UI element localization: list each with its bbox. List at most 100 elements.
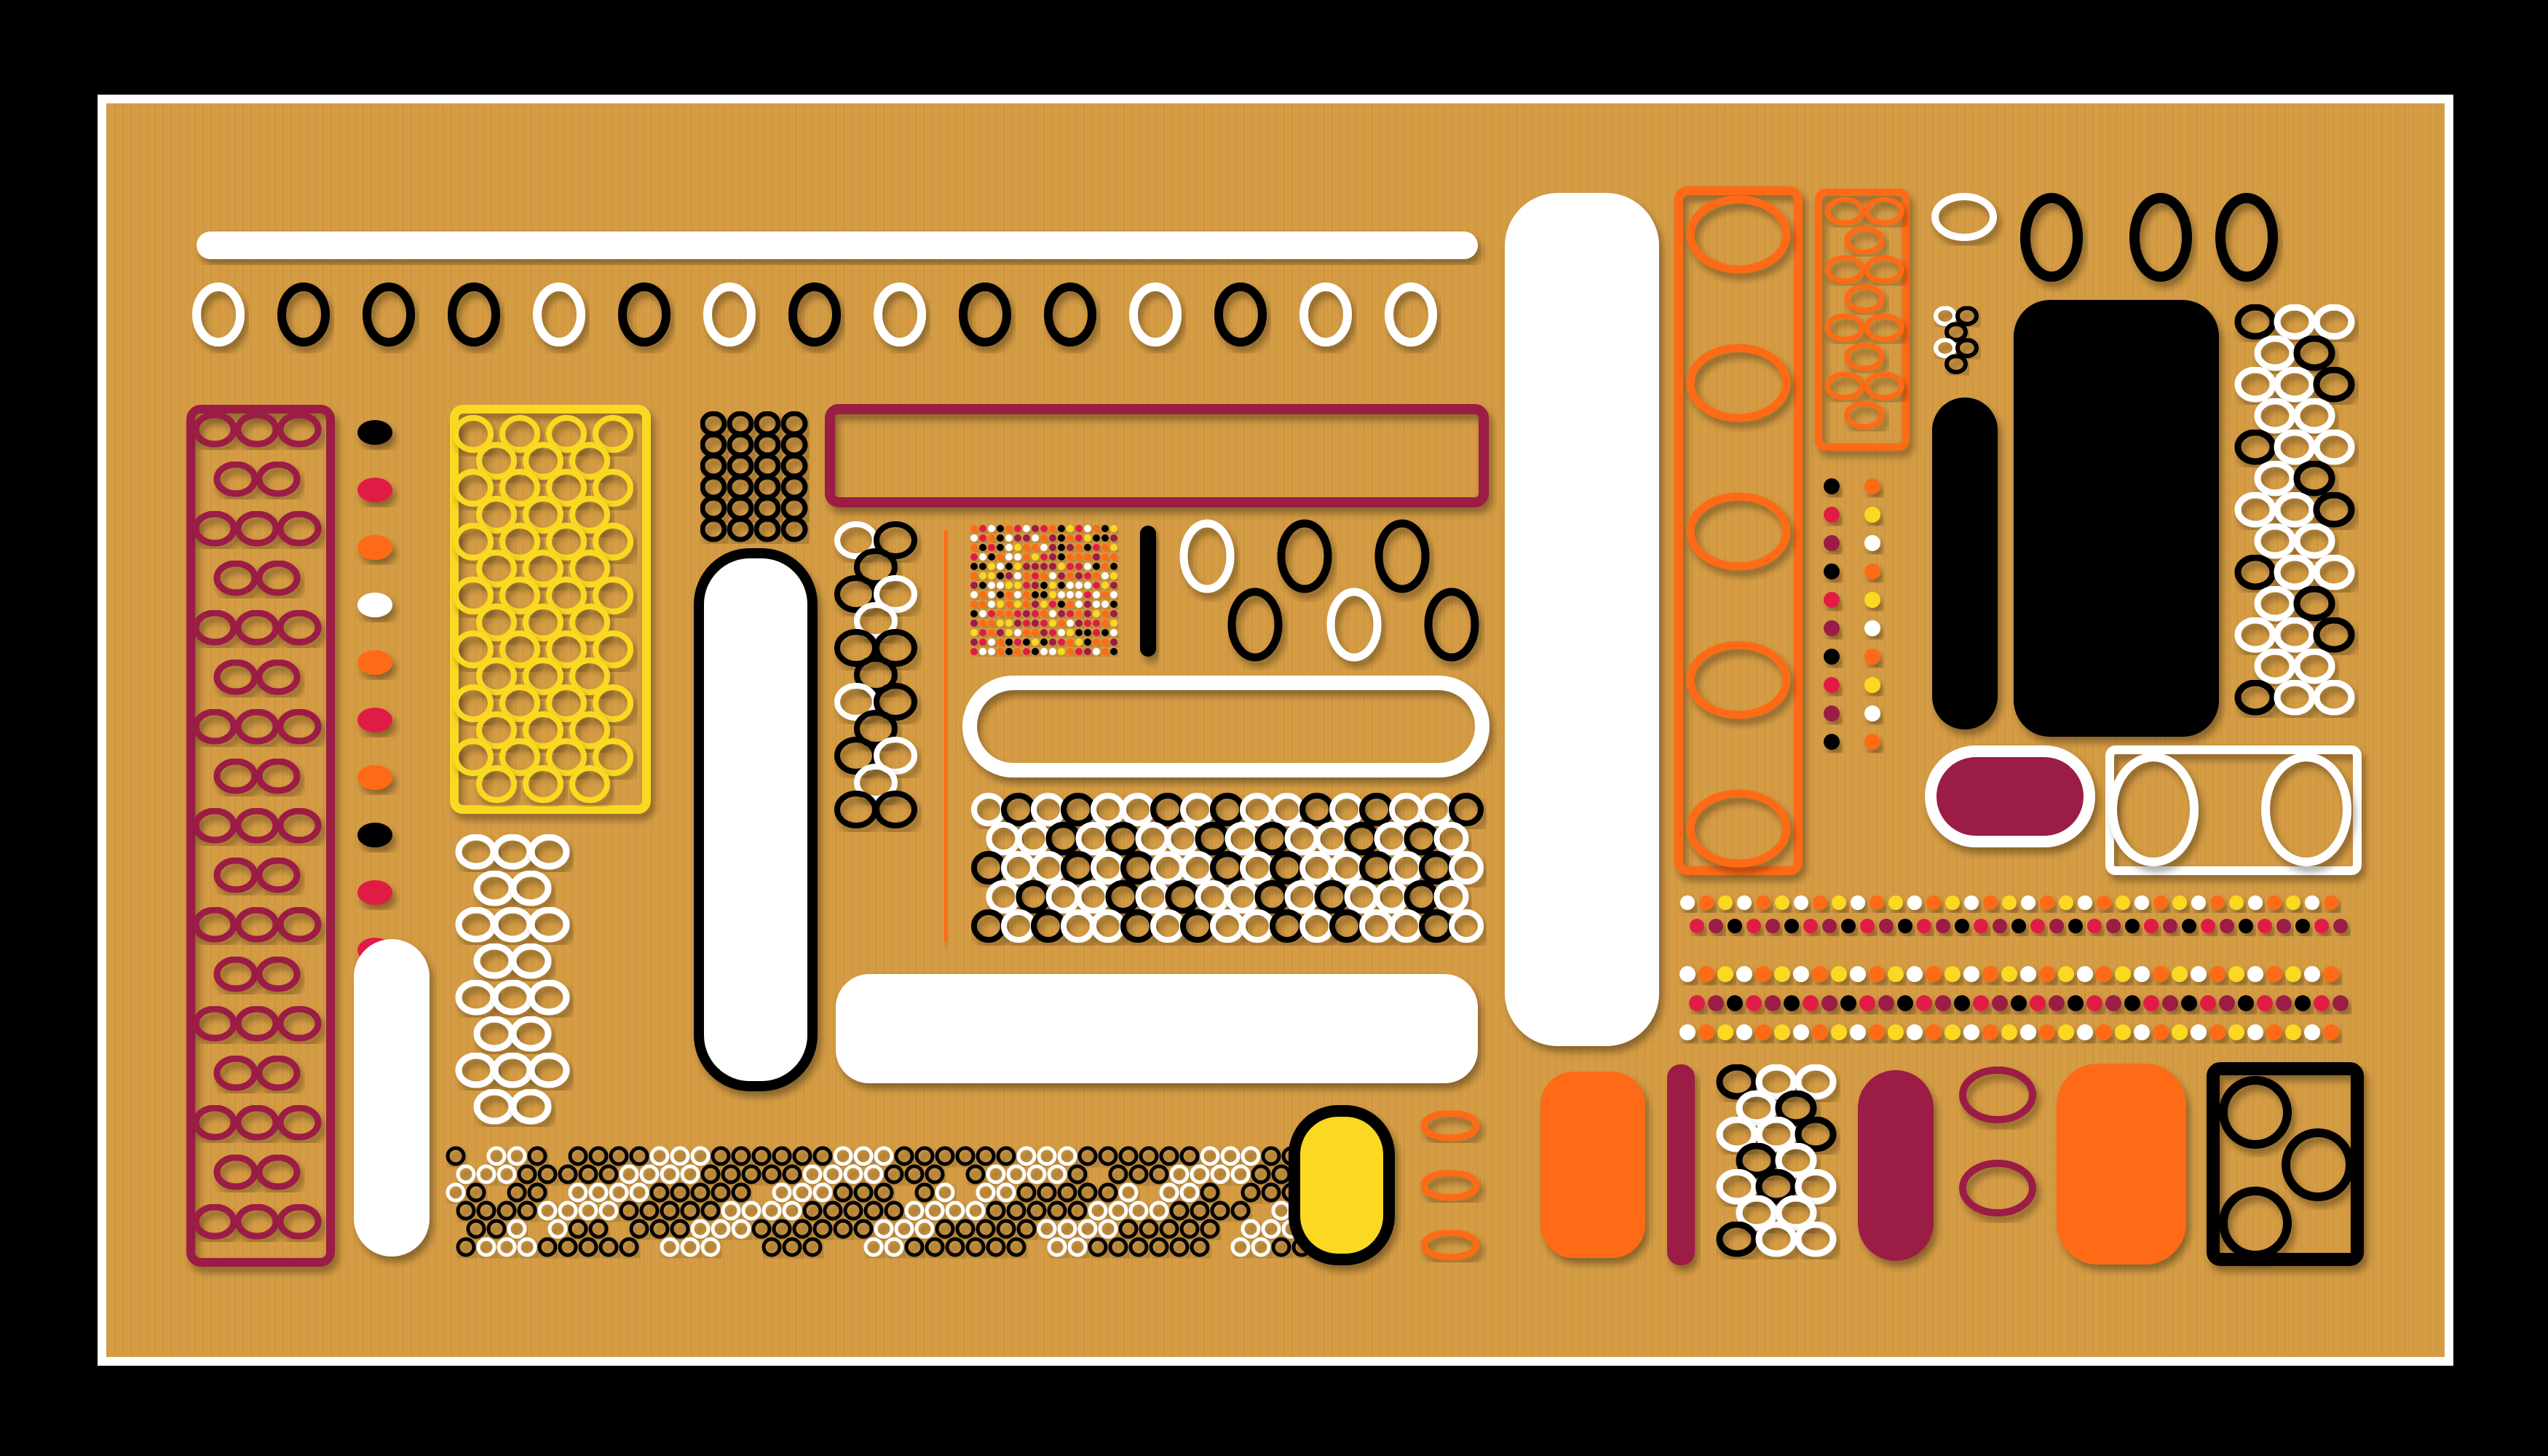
strip-dot — [1803, 919, 1818, 933]
grid-dot — [997, 582, 1004, 589]
grid-dot — [1093, 591, 1100, 598]
rounded-rect — [2207, 1062, 2364, 1266]
strip-dot — [2333, 995, 2349, 1011]
strip-dot — [2266, 966, 2282, 982]
grid-dot — [979, 648, 986, 655]
grid-dot — [1040, 572, 1048, 579]
bead-ring — [1037, 1219, 1057, 1239]
grid-dot — [988, 582, 995, 589]
cluster-ring — [213, 461, 258, 497]
cluster-ring — [523, 657, 563, 695]
strip-dot — [2078, 895, 2092, 910]
cluster-ring — [1755, 1221, 1797, 1257]
cluster-ring — [753, 432, 781, 458]
cluster-ring — [1195, 822, 1230, 855]
strip-dot — [1936, 919, 1950, 933]
rounded-rect — [186, 405, 335, 1267]
strip-dot — [2039, 966, 2055, 982]
column-dot — [1824, 734, 1840, 750]
cluster-ring — [1061, 793, 1096, 826]
bead-ring — [711, 1146, 731, 1166]
cluster-ring — [2293, 585, 2335, 622]
column-dot — [1824, 563, 1840, 579]
grid-dot — [1101, 601, 1109, 608]
grid-dot — [1075, 648, 1083, 655]
grid-dot — [1058, 610, 1065, 617]
strip-dot — [1756, 895, 1770, 910]
bead-ring — [700, 1200, 721, 1221]
bead-ring — [568, 1219, 588, 1239]
pill-dot — [357, 420, 392, 445]
cluster-ring — [753, 495, 781, 521]
oval-ring — [1424, 587, 1479, 662]
oval-ring — [2129, 193, 2192, 282]
strip-dot — [2097, 895, 2111, 910]
cluster-ring — [874, 521, 917, 559]
grid-dot — [1040, 638, 1048, 646]
cluster-ring — [1299, 851, 1334, 885]
cluster-ring — [453, 577, 494, 614]
bead-ring — [731, 1146, 751, 1166]
column-dot — [1824, 478, 1840, 494]
cluster-ring — [1284, 880, 1320, 914]
strip-dot — [2257, 995, 2273, 1011]
cluster-ring — [1270, 851, 1305, 885]
bead-ring — [1016, 1182, 1037, 1203]
cluster-ring — [2254, 460, 2296, 496]
grid-dot — [1075, 572, 1083, 579]
bead-ring — [925, 1237, 945, 1257]
grid-dot — [1049, 553, 1056, 561]
bead-ring — [1067, 1164, 1088, 1184]
cluster-ring — [1075, 880, 1111, 914]
cluster-ring — [1120, 851, 1155, 885]
cluster-ring — [1755, 1116, 1797, 1152]
grid-dot — [1101, 629, 1109, 636]
strip-dot — [2002, 895, 2017, 910]
grid-dot — [997, 601, 1004, 608]
column-dot — [1864, 592, 1880, 608]
bead-ring — [466, 1219, 486, 1239]
grid-dot — [1110, 638, 1117, 646]
cluster-ring — [1254, 822, 1290, 855]
cluster-ring — [1716, 1168, 1758, 1205]
strip-dot — [1812, 1024, 1828, 1040]
bead-ring — [1149, 1200, 1169, 1221]
bead-ring — [588, 1146, 609, 1166]
grid-dot — [1049, 563, 1056, 570]
bead-ring — [986, 1237, 1006, 1257]
cluster-ring — [192, 411, 237, 448]
grid-dot — [1067, 553, 1074, 561]
strip-dot — [2030, 995, 2046, 1011]
cluster-ring — [2254, 648, 2296, 684]
grid-dot — [1058, 544, 1065, 551]
cluster-ring — [277, 609, 322, 646]
grid-dot — [1101, 572, 1109, 579]
cluster-ring — [854, 602, 898, 640]
bead-ring — [680, 1237, 700, 1257]
strip-dot — [1944, 966, 1961, 982]
bead-ring — [986, 1164, 1006, 1184]
grid-dot — [1075, 544, 1083, 551]
bead-ring — [1261, 1182, 1281, 1203]
bead-ring — [537, 1237, 558, 1257]
strip-dot — [1850, 966, 1866, 982]
cluster-ring — [1344, 822, 1380, 855]
grid-dot — [1040, 610, 1048, 617]
grid-dot — [1110, 610, 1117, 617]
cluster-ring — [854, 710, 898, 748]
strip-dot — [2049, 919, 2064, 933]
cluster-ring — [1716, 1221, 1758, 1257]
strip-dot — [1831, 966, 1847, 982]
grid-dot — [970, 620, 978, 627]
bead-ring — [1230, 1237, 1251, 1257]
cluster-ring — [528, 906, 570, 943]
grid-dot — [997, 544, 1004, 551]
cluster-ring — [234, 411, 280, 448]
grid-dot — [997, 534, 1004, 542]
grid-dot — [1067, 620, 1074, 627]
strip-dot — [1841, 919, 1856, 933]
grid-dot — [1075, 601, 1083, 608]
cluster-ring — [192, 906, 237, 943]
bead-ring — [965, 1164, 986, 1184]
grid-dot — [1023, 563, 1030, 570]
